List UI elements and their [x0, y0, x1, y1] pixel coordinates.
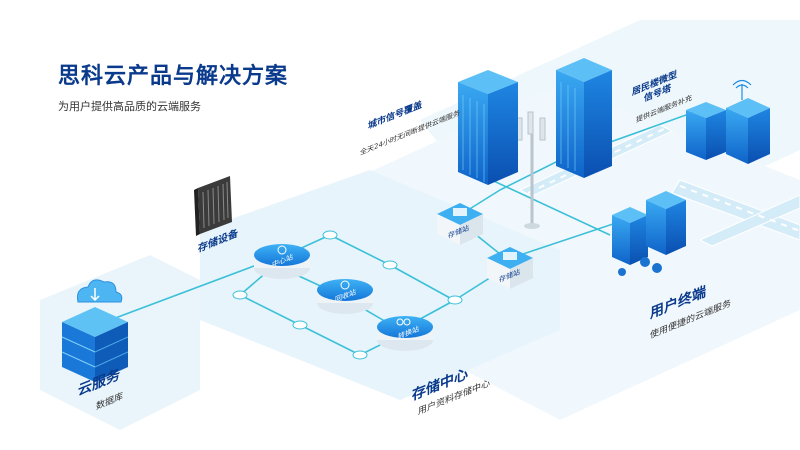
- city-building-right: [556, 58, 612, 178]
- tree-icons: [618, 257, 662, 276]
- database-server-icon: [61, 279, 129, 382]
- city-building-left: [458, 70, 518, 185]
- signal-tower: [516, 111, 546, 229]
- terminal-building-b: [646, 191, 686, 255]
- terminal-building-a: [612, 207, 648, 265]
- storage-cube-lower: [487, 247, 533, 289]
- pod-recycle: [317, 279, 373, 314]
- micro-signal-tower-icon: [732, 79, 752, 100]
- junction-dots: [232, 230, 463, 360]
- storage-device-rack: [194, 176, 232, 236]
- pod-center: [254, 244, 310, 279]
- residential-building-a: [686, 102, 726, 160]
- page-title: 思科云产品与解决方案: [58, 64, 289, 89]
- storage-cube-upper: [437, 203, 483, 245]
- pod-transfer: [377, 316, 433, 351]
- residential-building-b: [726, 98, 770, 164]
- page-subtitle: 为用户提供高品质的云端服务: [58, 100, 201, 113]
